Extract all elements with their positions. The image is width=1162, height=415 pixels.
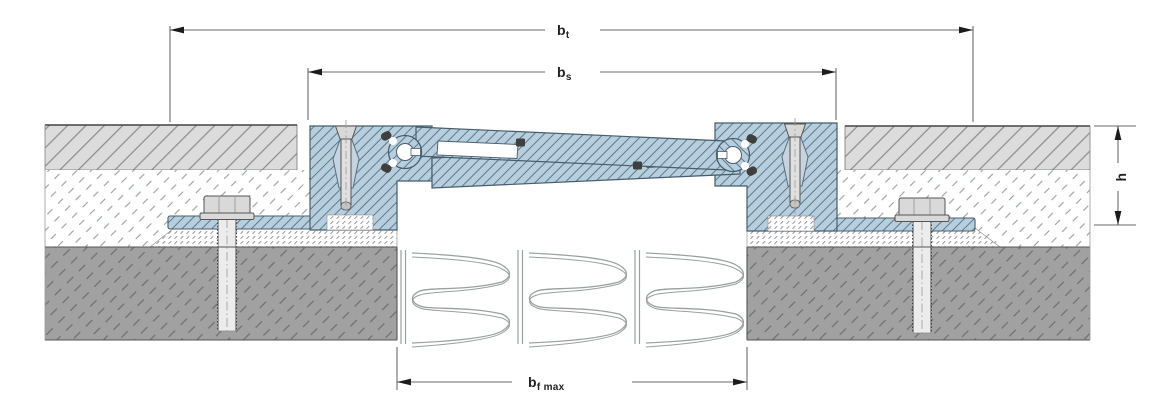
foam-panel (517, 250, 628, 348)
dim-bs (307, 68, 837, 120)
dim-label-bs: bs (557, 64, 572, 83)
dimension-lines (169, 26, 1136, 390)
guide-pin (633, 161, 642, 170)
section-outlines (44, 124, 1091, 341)
dim-label-h: h (1113, 173, 1129, 182)
dim-h (1094, 125, 1136, 226)
dim-bf-max (396, 347, 748, 390)
left-mortar-bed (149, 227, 398, 248)
dim-bt (169, 26, 974, 122)
joint-gap-foam (400, 250, 745, 348)
right-profile-mortar-pocket (767, 215, 815, 232)
foam-panel (634, 250, 745, 348)
left-profile-mortar-pocket (326, 214, 374, 231)
guide-pin (516, 138, 525, 147)
foam-panel (400, 250, 511, 348)
dim-label-bf-max: bf max (528, 374, 565, 393)
slide-plate-slot (436, 140, 519, 159)
expansion-joint-system (167, 117, 976, 232)
left-finish-layer (44, 124, 298, 171)
dim-label-bt: bt (557, 22, 570, 41)
right-finish-layer (844, 125, 1091, 171)
